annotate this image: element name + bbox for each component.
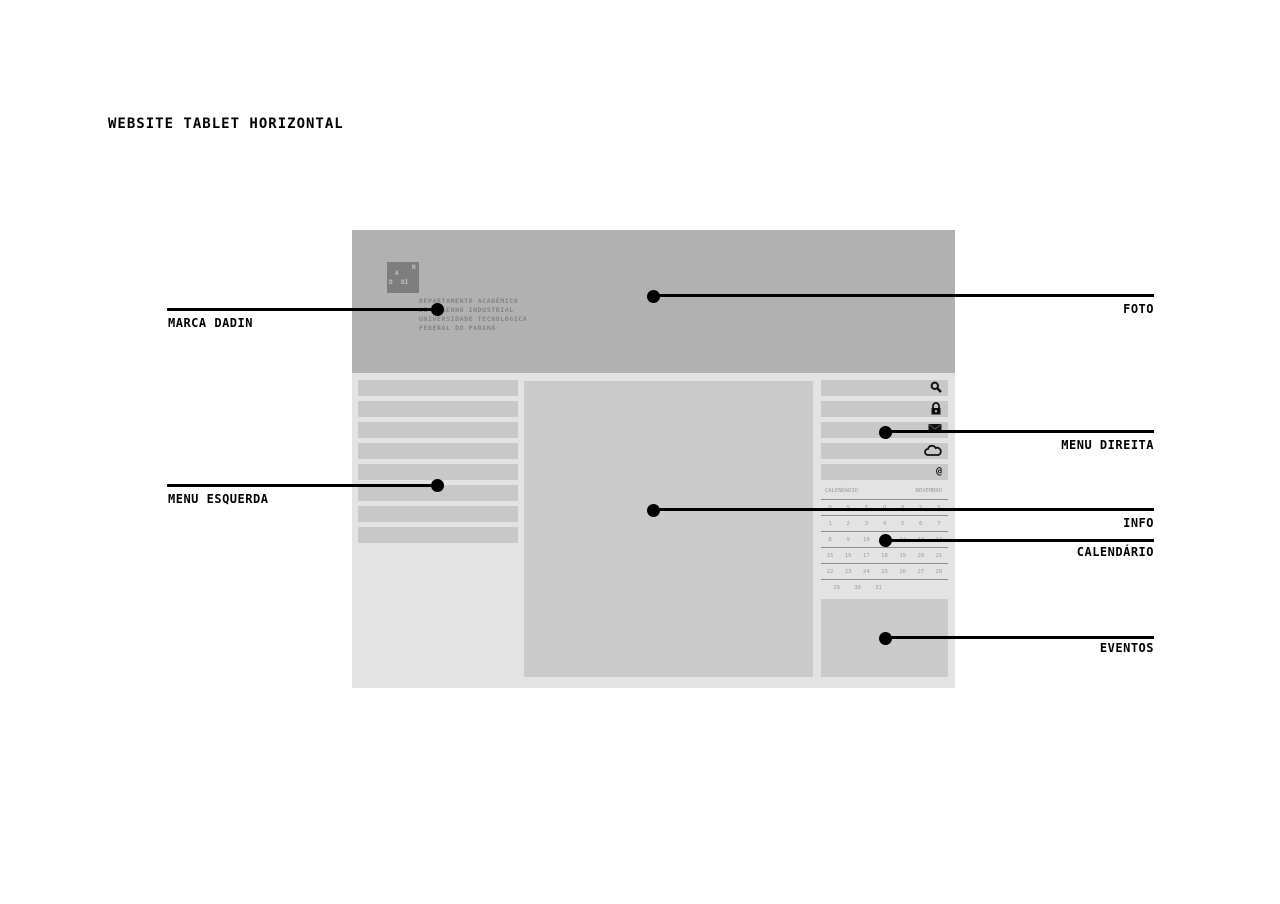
logo-line: FEDERAL DO PARANÁ: [419, 324, 496, 332]
logo-line: DE DESENHO INDUSTRIAL: [419, 306, 514, 314]
callout-dot-calendario: [879, 534, 892, 547]
menu-left-item[interactable]: [358, 422, 518, 438]
label-eventos: EVENTOS: [1099, 641, 1154, 655]
menu-esquerda: [358, 380, 518, 548]
calendar-day[interactable]: 6: [919, 521, 923, 527]
at-icon: @: [935, 466, 942, 477]
calendar-day[interactable]: 27: [917, 569, 925, 575]
logo-letter: D: [389, 279, 393, 286]
menu-right-item-at[interactable]: @: [821, 464, 948, 480]
callout-dot-eventos: [879, 632, 892, 645]
calendar-day[interactable]: 29: [833, 585, 840, 591]
menu-left-item[interactable]: [358, 506, 518, 522]
menu-right-item-lock[interactable]: [821, 401, 948, 417]
calendar-day[interactable]: 30: [854, 585, 861, 591]
search-icon: [930, 381, 942, 397]
callout-line-calendario: [885, 539, 1154, 542]
menu-left-item[interactable]: [358, 443, 518, 459]
calendar-day[interactable]: 31: [875, 585, 882, 591]
callout-line-marca: [167, 308, 437, 311]
calendar-day[interactable]: 5: [900, 521, 905, 527]
calendar-day[interactable]: 25: [881, 569, 888, 575]
menu-left-item[interactable]: [358, 401, 518, 417]
calendar-day[interactable]: 26: [899, 569, 906, 575]
calendar-day[interactable]: 3: [864, 521, 868, 527]
label-info: INFO: [1123, 516, 1154, 530]
calendar-header: CALENDÁRIO NOVEMBRO: [821, 486, 948, 500]
callout-line-foto: [653, 294, 1154, 297]
mail-icon: [928, 423, 942, 438]
dadin-logo-text: DEPARTAMENTO ACADÊMICO DE DESENHO INDUST…: [419, 297, 527, 333]
calendar-day[interactable]: 20: [917, 553, 925, 559]
cloud-icon: [924, 444, 942, 461]
label-calendario: CALENDÁRIO: [1076, 545, 1154, 559]
menu-left-item[interactable]: [358, 527, 518, 543]
menu-left-item[interactable]: [358, 464, 518, 480]
calendar-day[interactable]: 16: [844, 553, 852, 559]
calendar-week: 15 16 17 18 19 20 21: [821, 548, 948, 564]
logo-letter: A: [395, 270, 399, 277]
calendar-month[interactable]: NOVEMBRO: [915, 488, 943, 494]
lock-icon: [930, 402, 942, 419]
calendar-day[interactable]: 2: [846, 521, 850, 527]
menu-right-item-search[interactable]: [821, 380, 948, 396]
logo-line: UNIVERSIDADE TECNOLÓGICA: [419, 315, 528, 323]
label-foto: FOTO: [1123, 302, 1154, 316]
menu-left-item[interactable]: [358, 485, 518, 501]
calendar-day[interactable]: 1: [828, 521, 832, 527]
calendar-day[interactable]: 24: [863, 569, 870, 575]
calendar-week: 22 23 24 25 26 27 28: [821, 564, 948, 580]
callout-line-menu-esquerda: [167, 484, 437, 487]
calendar-day[interactable]: 7: [937, 521, 941, 527]
callout-line-info: [653, 508, 1154, 511]
page-title: WEBSITE TABLET HORIZONTAL: [108, 116, 344, 132]
dadin-logo-mark: D A N DI: [387, 262, 419, 293]
calendar-day[interactable]: 28: [935, 569, 943, 575]
calendar-day[interactable]: 15: [826, 553, 834, 559]
calendar-day[interactable]: 19: [899, 553, 906, 559]
calendar-week: 1 2 3 4 5 6 7: [821, 516, 948, 532]
calendar-day[interactable]: 10: [863, 537, 870, 543]
calendar-title: CALENDÁRIO: [825, 488, 859, 494]
callout-dot-menu-esquerda: [431, 479, 444, 492]
label-menu-direita: MENU DIREITA: [1061, 438, 1154, 452]
calendar-day[interactable]: 18: [881, 553, 888, 559]
callout-dot-info: [647, 504, 660, 517]
calendar-day[interactable]: 22: [826, 569, 834, 575]
label-menu-esquerda: MENU ESQUERDA: [168, 492, 269, 506]
label-marca-dadin: MARCA DADIN: [168, 316, 253, 330]
menu-left-item[interactable]: [358, 380, 518, 396]
calendar-day[interactable]: 9: [846, 537, 850, 543]
calendar-day[interactable]: 23: [844, 569, 852, 575]
info-area: [524, 381, 813, 677]
calendar-day[interactable]: 4: [882, 521, 887, 527]
calendar-day[interactable]: 8: [828, 537, 832, 543]
callout-line-eventos: [885, 636, 1154, 639]
logo-letter: N: [412, 264, 416, 271]
callout-dot-menu-direita: [879, 426, 892, 439]
callout-dot-foto: [647, 290, 660, 303]
menu-direita: @: [821, 380, 948, 485]
logo-letter: DI: [401, 279, 409, 286]
calendar-day[interactable]: 17: [863, 553, 870, 559]
calendar-week: 29 30 31: [821, 580, 948, 595]
calendar-day[interactable]: 21: [935, 553, 943, 559]
menu-right-item-cloud[interactable]: [821, 443, 948, 459]
callout-line-menu-direita: [885, 430, 1154, 433]
callout-dot-marca: [431, 303, 444, 316]
logo-line: DEPARTAMENTO ACADÊMICO: [419, 297, 519, 305]
